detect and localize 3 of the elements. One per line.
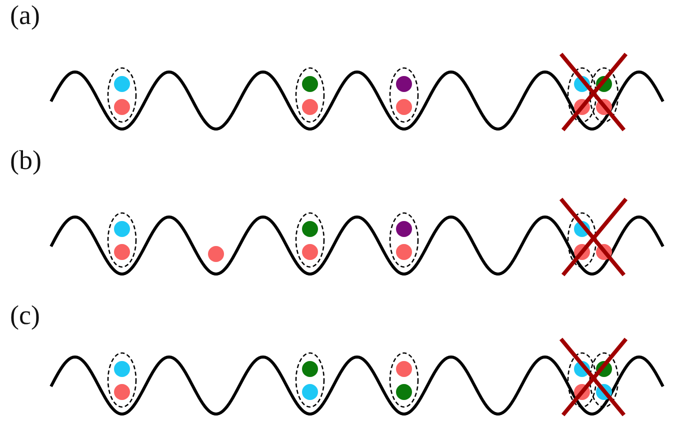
panel-label: (c) bbox=[10, 300, 40, 330]
panel-label: (a) bbox=[10, 0, 40, 30]
panel-label: (b) bbox=[10, 145, 42, 175]
